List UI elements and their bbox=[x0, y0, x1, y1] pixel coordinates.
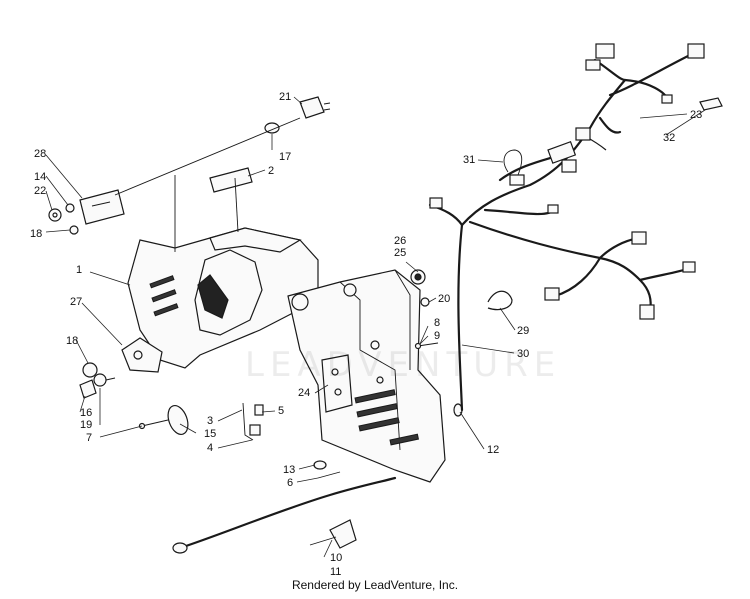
leader-assembly-line bbox=[114, 117, 301, 196]
callout-28: 28 bbox=[34, 148, 46, 160]
lamp-plate-2 bbox=[209, 167, 253, 193]
callout-5: 5 bbox=[278, 405, 284, 417]
wiring-harness bbox=[428, 43, 705, 412]
watermark: LEADVENTURE bbox=[245, 345, 562, 385]
bulb-socket-21 bbox=[299, 96, 331, 119]
nut-25-26 bbox=[410, 269, 426, 285]
screw-6 bbox=[317, 471, 341, 479]
callout-21: 21 bbox=[279, 91, 291, 103]
callout-3: 3 bbox=[207, 415, 213, 427]
callout-26: 26 bbox=[394, 235, 406, 247]
plate-15 bbox=[167, 404, 189, 436]
nut-20 bbox=[420, 297, 430, 307]
screw-8-9 bbox=[414, 342, 439, 350]
callout-labels: 1 2 3 4 5 6 7 8 9 10 11 12 13 14 15 16 1… bbox=[30, 91, 702, 578]
callout-11: 11 bbox=[330, 566, 341, 578]
callout-10: 10 bbox=[330, 552, 342, 564]
leader-assembly-line-3 bbox=[234, 177, 239, 233]
leader-lines bbox=[45, 96, 706, 558]
grommet-13 bbox=[313, 460, 327, 470]
callout-7: 7 bbox=[86, 432, 92, 444]
callout-12: 12 bbox=[487, 444, 499, 456]
callout-1: 1 bbox=[76, 264, 82, 276]
connector-32 bbox=[699, 97, 723, 111]
callout-31: 31 bbox=[463, 154, 475, 166]
cable-tie-31 bbox=[503, 149, 523, 176]
nut-18-upper bbox=[69, 225, 79, 235]
bracket-27 bbox=[121, 337, 163, 373]
footer-credit: Rendered by LeadVenture, Inc. bbox=[291, 578, 459, 592]
callout-17: 17 bbox=[279, 151, 291, 163]
callout-18-lower: 18 bbox=[66, 335, 78, 347]
switch-16-19 bbox=[79, 373, 116, 399]
nut-22 bbox=[48, 208, 62, 222]
callout-16: 16 bbox=[80, 407, 92, 419]
bracket-10-11 bbox=[309, 519, 357, 549]
callout-29: 29 bbox=[517, 325, 529, 337]
washer-14 bbox=[65, 203, 75, 213]
callout-24: 24 bbox=[298, 387, 310, 399]
callout-23: 23 bbox=[690, 109, 702, 121]
callout-30: 30 bbox=[517, 348, 529, 360]
clamp-29 bbox=[487, 290, 513, 311]
mounting-plate-24 bbox=[321, 354, 353, 413]
callout-22: 22 bbox=[34, 185, 46, 197]
callout-2: 2 bbox=[268, 165, 274, 177]
decal-28 bbox=[79, 189, 125, 225]
grommet-17 bbox=[264, 122, 280, 134]
callout-27: 27 bbox=[70, 296, 82, 308]
callout-20: 20 bbox=[438, 293, 450, 305]
callout-6: 6 bbox=[287, 477, 293, 489]
callout-19: 19 bbox=[80, 419, 92, 431]
callout-13: 13 bbox=[283, 464, 295, 476]
callout-4: 4 bbox=[207, 442, 213, 454]
callout-25: 25 bbox=[394, 247, 406, 259]
ground-cable bbox=[172, 476, 397, 554]
screw-7 bbox=[138, 419, 169, 430]
callout-14: 14 bbox=[34, 171, 46, 183]
callout-8: 8 bbox=[434, 317, 440, 329]
callout-9: 9 bbox=[434, 330, 440, 342]
callout-15: 15 bbox=[204, 428, 216, 440]
clip-3-4-5 bbox=[242, 402, 264, 441]
callout-18-upper: 18 bbox=[30, 228, 42, 240]
console-housing bbox=[127, 227, 446, 483]
callout-32: 32 bbox=[663, 132, 675, 144]
grommet-18-lower bbox=[82, 362, 98, 378]
